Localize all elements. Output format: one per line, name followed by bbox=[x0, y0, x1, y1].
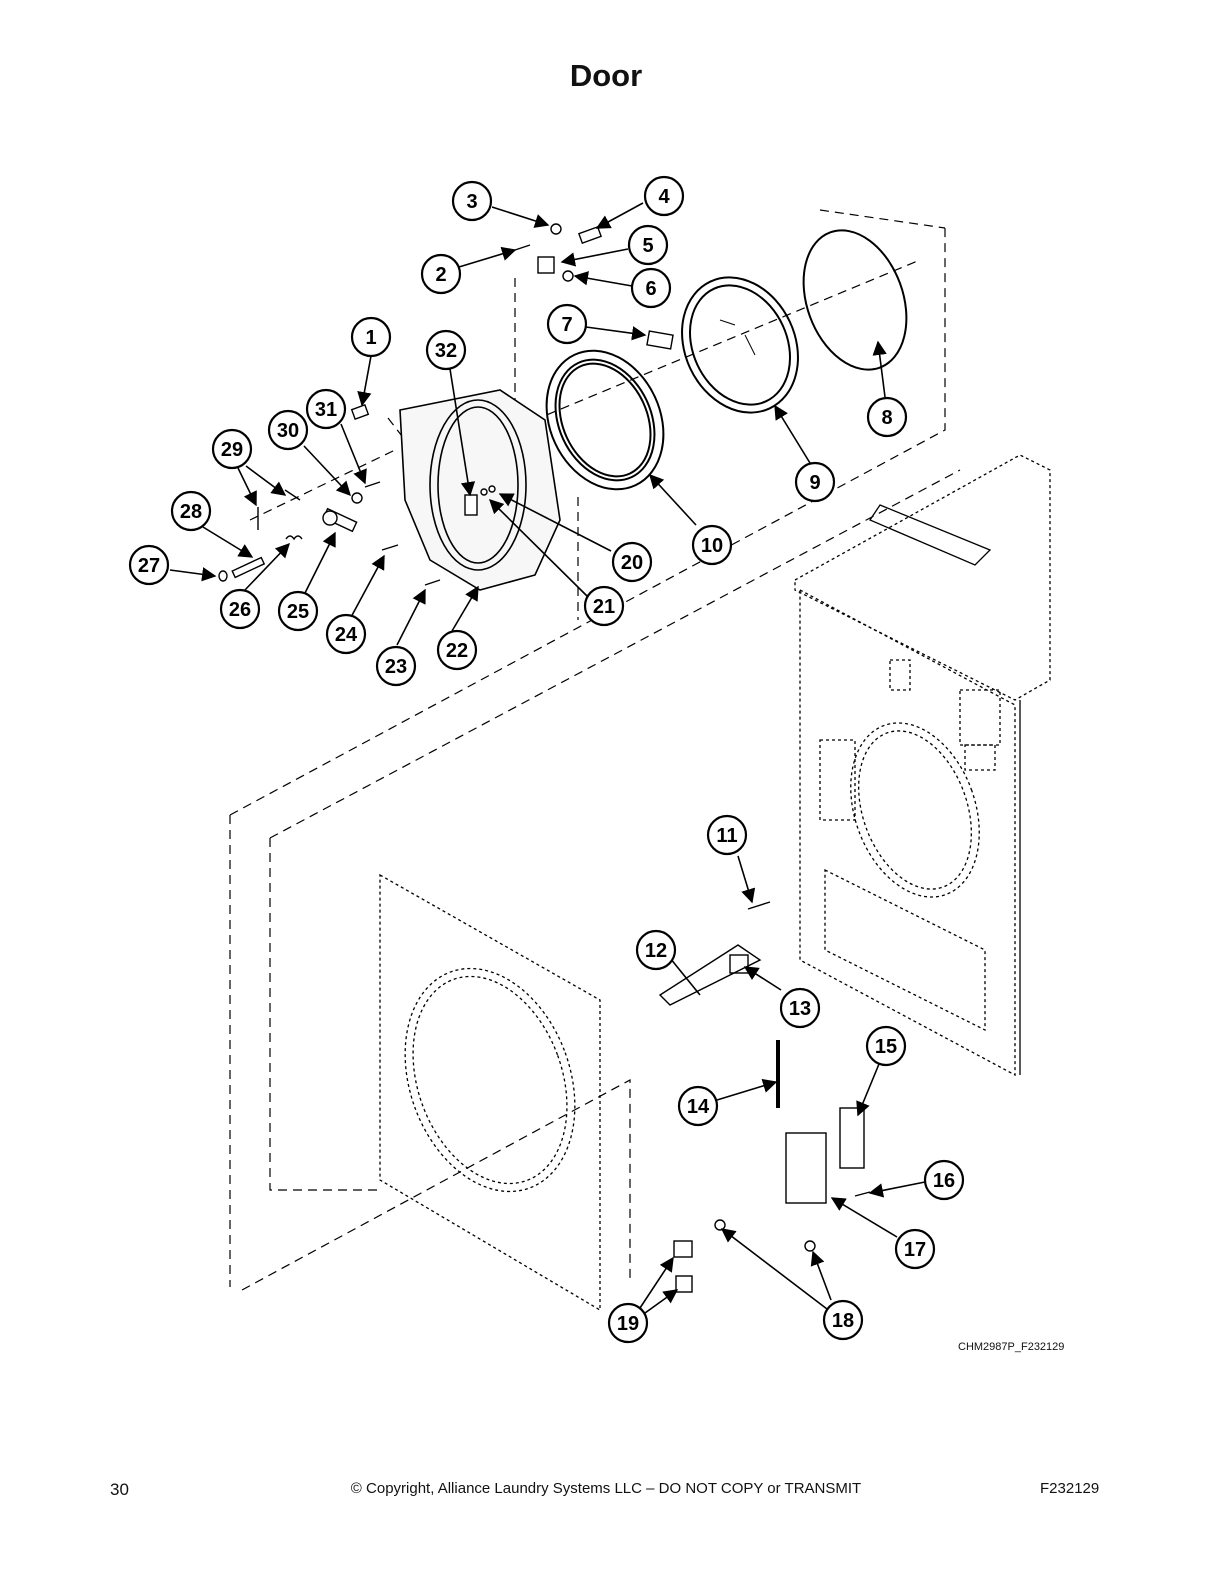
callout-label: 15 bbox=[875, 1036, 897, 1058]
document-code: F232129 bbox=[1040, 1480, 1100, 1497]
callout-label: 12 bbox=[645, 940, 667, 962]
callout-7: 7 bbox=[546, 303, 588, 345]
callout-label: 25 bbox=[287, 601, 309, 623]
callout-30: 30 bbox=[267, 409, 309, 451]
dashed-outline-upper bbox=[229, 209, 961, 1291]
callout-1: 1 bbox=[350, 316, 392, 358]
callout-label: 24 bbox=[335, 624, 358, 646]
callout-label: 17 bbox=[904, 1239, 926, 1261]
callout-label: 2 bbox=[435, 264, 446, 286]
callout-24: 24 bbox=[325, 613, 367, 655]
callout-label: 20 bbox=[621, 552, 643, 574]
page-number: 30 bbox=[110, 1480, 129, 1499]
callout-22: 22 bbox=[436, 629, 478, 671]
callout-label: 19 bbox=[617, 1313, 639, 1335]
callout-label: 5 bbox=[642, 235, 653, 257]
callout-label: 27 bbox=[138, 555, 160, 577]
front-panel bbox=[379, 873, 601, 1312]
callout-20: 20 bbox=[611, 541, 653, 583]
callout-label: 32 bbox=[435, 340, 457, 362]
callout-6: 6 bbox=[630, 267, 672, 309]
callout-14: 14 bbox=[677, 1085, 719, 1127]
leader-lines bbox=[169, 202, 926, 1314]
callout-31: 31 bbox=[305, 388, 347, 430]
callout-3: 3 bbox=[451, 180, 493, 222]
callout-5: 5 bbox=[627, 224, 669, 266]
callout-18: 18 bbox=[822, 1299, 864, 1341]
callout-label: 30 bbox=[277, 420, 299, 442]
callout-27: 27 bbox=[128, 544, 170, 586]
callout-label: 7 bbox=[561, 314, 572, 336]
callout-2: 2 bbox=[420, 253, 462, 295]
callout-label: 16 bbox=[933, 1170, 955, 1192]
callout-label: 23 bbox=[385, 656, 407, 678]
callout-label: 10 bbox=[701, 535, 723, 557]
callout-label: 8 bbox=[881, 407, 892, 429]
callout-8: 8 bbox=[866, 396, 908, 438]
callout-label: 28 bbox=[180, 501, 202, 523]
callout-label: 6 bbox=[645, 278, 656, 300]
machine-cabinet bbox=[794, 454, 1051, 1077]
callout-label: 4 bbox=[658, 186, 670, 208]
callout-25: 25 bbox=[277, 590, 319, 632]
callout-16: 16 bbox=[923, 1159, 965, 1201]
diagram-reference-code: CHM2987P_F232129 bbox=[958, 1341, 1065, 1353]
callout-4: 4 bbox=[643, 175, 685, 217]
callout-label: 21 bbox=[593, 596, 615, 618]
door-hinge-ring bbox=[399, 389, 561, 591]
callout-12: 12 bbox=[635, 929, 677, 971]
callout-label: 31 bbox=[315, 399, 337, 421]
page-title: Door bbox=[569, 58, 643, 93]
door-glass bbox=[681, 276, 799, 414]
small-hardware bbox=[218, 223, 871, 1293]
callout-label: 26 bbox=[229, 599, 251, 621]
callout-17: 17 bbox=[894, 1228, 936, 1270]
copyright-notice: © Copyright, Alliance Laundry Systems LL… bbox=[350, 1480, 862, 1497]
callout-11: 11 bbox=[706, 814, 748, 856]
callout-9: 9 bbox=[794, 461, 836, 503]
callout-label: 1 bbox=[365, 327, 376, 349]
callout-28: 28 bbox=[170, 490, 212, 532]
callout-label: 14 bbox=[687, 1096, 710, 1118]
door-gasket bbox=[545, 349, 665, 491]
callout-label: 22 bbox=[446, 640, 468, 662]
callout-label: 18 bbox=[832, 1310, 854, 1332]
callout-label: 11 bbox=[716, 825, 737, 847]
callout-15: 15 bbox=[865, 1025, 907, 1067]
callout-23: 23 bbox=[375, 645, 417, 687]
callout-10: 10 bbox=[691, 524, 733, 566]
callout-label: 3 bbox=[466, 191, 477, 213]
callout-label: 13 bbox=[789, 998, 811, 1020]
callout-13: 13 bbox=[779, 987, 821, 1029]
callout-32: 32 bbox=[425, 329, 467, 371]
callout-label: 29 bbox=[221, 439, 243, 461]
callout-19: 19 bbox=[607, 1302, 649, 1344]
callout-29: 29 bbox=[211, 428, 253, 470]
callout-21: 21 bbox=[583, 585, 625, 627]
callout-26: 26 bbox=[219, 588, 261, 630]
callout-label: 9 bbox=[809, 472, 820, 494]
door-o-ring bbox=[802, 229, 908, 371]
